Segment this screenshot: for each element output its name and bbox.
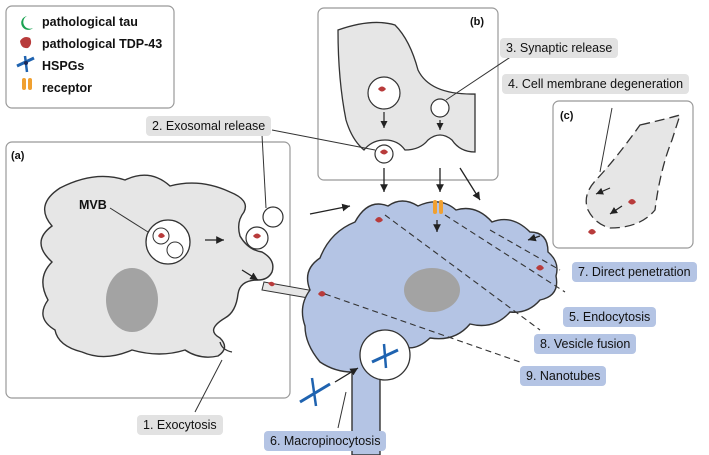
synaptic-release-label: 3. Synaptic release xyxy=(500,38,619,58)
legend-label-tdp43: pathological TDP-43 xyxy=(42,37,163,51)
donor-cell xyxy=(40,174,274,358)
legend-label-hspg: HSPGs xyxy=(42,59,85,73)
panel-c-tag: (c) xyxy=(560,110,574,122)
degenerating-cell xyxy=(585,114,681,229)
mvb xyxy=(145,219,191,265)
legend-label-receptor: receptor xyxy=(42,81,93,95)
panel-a-tag: (a) xyxy=(11,150,25,162)
tdp43-icon xyxy=(20,37,32,49)
nanotubes-label: 9. Nanotubes xyxy=(520,366,607,386)
receptor-icon xyxy=(22,78,32,90)
vesicle-fusion-label: 8. Vesicle fusion xyxy=(534,334,637,354)
legend-box xyxy=(5,5,175,109)
recipient-nucleus xyxy=(404,268,460,312)
hspg-icon xyxy=(16,55,35,73)
legend-label-tau: pathological tau xyxy=(42,15,138,29)
exocytosis-label: 1. Exocytosis xyxy=(137,415,223,435)
donor-nucleus xyxy=(106,268,158,332)
macropinocytosis-label: 6. Macropinocytosis xyxy=(264,431,387,451)
tau-icon xyxy=(21,16,33,30)
panel-b-tag: (b) xyxy=(470,16,485,28)
direct-penetration-label: 7. Direct penetration xyxy=(572,262,697,282)
presynaptic-terminal xyxy=(337,21,476,153)
recipient-cell xyxy=(301,200,558,455)
endocytosis-label: 5. Endocytosis xyxy=(563,307,657,327)
degeneration-label: 4. Cell membrane degeneration xyxy=(502,74,690,94)
exosomal-release-label: 2. Exosomal release xyxy=(146,116,272,136)
mvb-label: MVB xyxy=(79,198,107,212)
